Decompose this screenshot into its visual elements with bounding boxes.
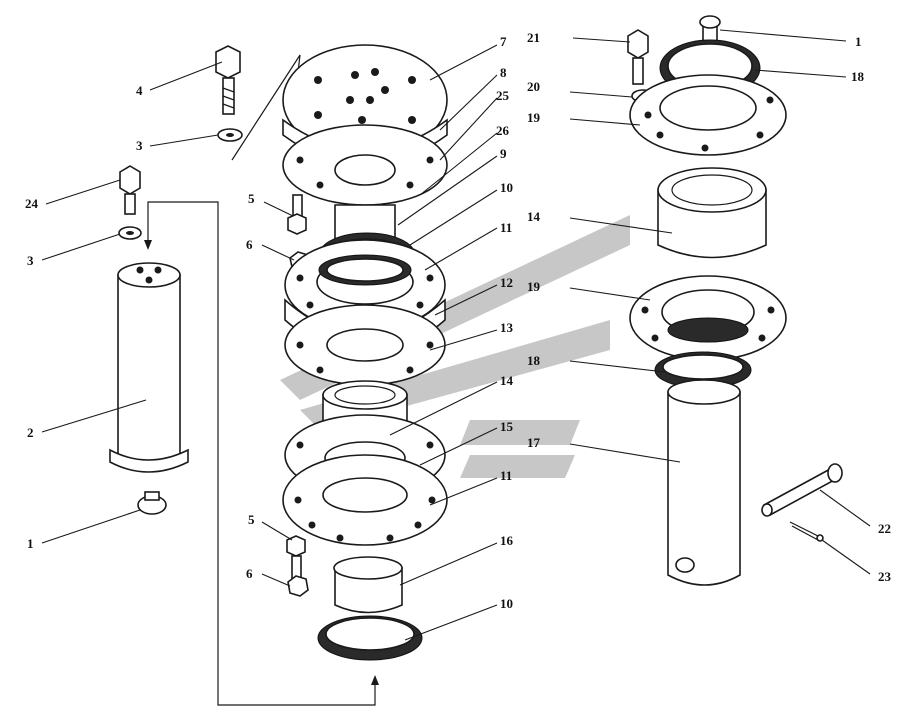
callout-5-upper: 5	[248, 191, 255, 206]
callout-2: 2	[27, 425, 34, 440]
bushing-16	[333, 556, 403, 614]
washer-3-lower	[118, 226, 142, 240]
grease-fitting-1-right	[699, 15, 721, 43]
seal-10-lower	[317, 615, 423, 661]
callout-14-right: 14	[527, 209, 541, 224]
pin-2	[109, 262, 189, 473]
assembly-route-line	[147, 201, 376, 706]
callout-7: 7	[500, 34, 507, 49]
callout-9: 9	[500, 146, 507, 161]
bushing-14-right	[657, 167, 767, 259]
plate-13	[284, 304, 446, 386]
callout-1-left: 1	[27, 536, 34, 551]
plate-25	[282, 124, 448, 206]
bolt-5-upper	[287, 194, 307, 235]
nut-6-lower	[287, 575, 309, 597]
flange-11-lower	[282, 454, 448, 546]
grease-fitting-1-left	[137, 491, 167, 515]
callout-10-upper: 10	[500, 180, 513, 195]
callout-13: 13	[500, 320, 514, 335]
bolt-5-lower	[286, 535, 306, 581]
callout-19-upper: 19	[527, 110, 541, 125]
callout-8: 8	[500, 65, 507, 80]
callout-12: 12	[500, 275, 513, 290]
bolt-24	[119, 165, 141, 215]
callout-17: 17	[527, 435, 541, 450]
callout-21: 21	[527, 30, 540, 45]
cover-plate-7	[282, 44, 448, 156]
callout-18-lower: 18	[527, 353, 541, 368]
axle-22	[761, 463, 843, 517]
pin-17	[667, 379, 741, 586]
callout-11-lower: 11	[500, 468, 512, 483]
callout-22: 22	[878, 521, 891, 536]
callout-6-lower: 6	[246, 566, 253, 581]
cotter-pin-23	[789, 521, 824, 542]
callout-6-upper: 6	[246, 237, 253, 252]
flange-19-upper	[629, 74, 787, 156]
washer-3-upper	[217, 128, 243, 142]
callout-14-center: 14	[500, 373, 514, 388]
callout-15: 15	[500, 419, 514, 434]
callout-16: 16	[500, 533, 514, 548]
callout-20: 20	[527, 79, 540, 94]
callout-10-lower: 10	[500, 596, 513, 611]
callout-11-upper: 11	[500, 220, 512, 235]
callout-26: 26	[496, 123, 510, 138]
callout-labels: 1 1 2 3 3 24 4 5 5 6 6 7 8 25 26 9 10 10…	[25, 30, 892, 611]
callout-18-upper: 18	[851, 69, 865, 84]
callout-3-lower: 3	[27, 253, 34, 268]
callout-1-right: 1	[855, 34, 862, 49]
callout-24: 24	[25, 196, 39, 211]
bolt-4	[215, 45, 241, 115]
bolt-21	[627, 29, 649, 85]
seal-18-lower	[654, 351, 752, 389]
flange-19-lower	[629, 275, 787, 361]
callout-3-upper: 3	[136, 138, 143, 153]
callout-19-lower: 19	[527, 279, 541, 294]
flange-11-upper	[284, 239, 446, 331]
leader-lines	[41, 29, 871, 641]
callout-23: 23	[878, 569, 892, 584]
callout-25: 25	[496, 88, 510, 103]
callout-5-lower: 5	[248, 512, 255, 527]
callout-4: 4	[136, 83, 143, 98]
